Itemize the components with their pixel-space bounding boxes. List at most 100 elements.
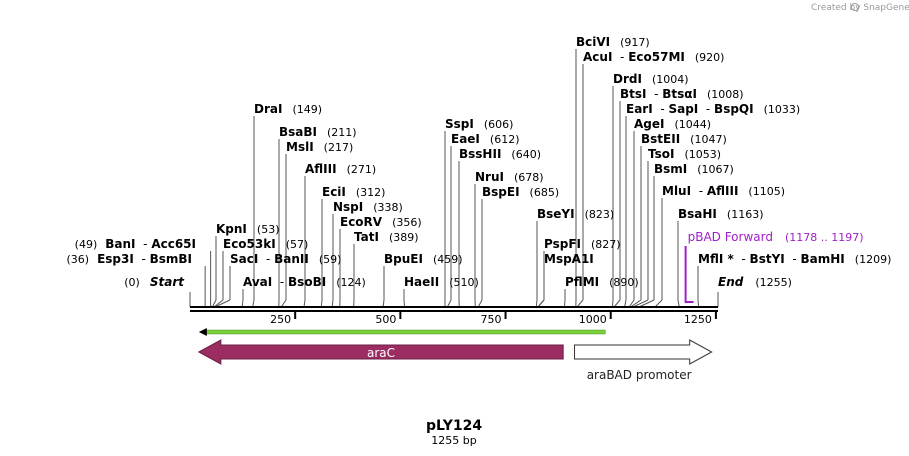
site-esp3i[interactable]: Esp3I - BsmBI(36) — [66, 252, 192, 266]
site-position: (149) — [292, 103, 322, 116]
site-bsahi[interactable]: BsaHI (1163) — [678, 207, 763, 221]
site-afliii[interactable]: AflIII(271) — [305, 162, 376, 176]
orf-arrow[interactable] — [198, 328, 606, 336]
enzyme-name: MslI — [286, 140, 314, 154]
site-position: (1163) — [727, 208, 764, 221]
leader-foot-saci — [214, 299, 231, 308]
site-avai[interactable]: AvaI - BsoBI(124) — [243, 275, 366, 289]
site-position: (1067) — [697, 163, 734, 176]
site-position: (678) — [514, 171, 544, 184]
site-ecii[interactable]: EciI(312) — [322, 185, 385, 199]
enzyme-name: BtsI — [620, 87, 647, 101]
feature-arac[interactable]: araC — [197, 339, 564, 365]
site-drdi[interactable]: DrdI(1004) — [613, 72, 689, 86]
enzyme-name: AvaI — [243, 275, 272, 289]
site-position: (211) — [327, 126, 357, 139]
leader-foot-agei — [628, 299, 635, 308]
enzyme-name: BsaHI — [678, 207, 717, 221]
enzyme-name: BseYI — [537, 207, 575, 221]
site-pspfi[interactable]: PspFI(827) — [544, 237, 621, 251]
enzyme-name: Acc65I — [151, 237, 196, 251]
site-label-bani: BanI - Acc65I — [105, 237, 196, 251]
site-eari[interactable]: EarI - SapI - BspQI(1033) — [626, 102, 800, 116]
site-position: (389) — [389, 231, 419, 244]
site-label-bsshii: BssHII (640) — [459, 147, 541, 161]
site-acui[interactable]: AcuI - Eco57MI(920) — [583, 50, 724, 64]
site-position: (356) — [392, 216, 422, 229]
site-pflmi[interactable]: PflMI(890) — [565, 275, 639, 289]
leader-foot-afliii — [303, 299, 306, 308]
site-saci[interactable]: SacI - BanII(59) — [230, 252, 341, 266]
site-bseyi[interactable]: BseYI (823) — [537, 207, 614, 221]
site-position: (271) — [347, 163, 377, 176]
site-label-afliii: AflIII(271) — [305, 162, 376, 176]
site-btsi[interactable]: BtsI - BtsαI(1008) — [620, 87, 744, 101]
enzyme-name: AgeI — [634, 117, 664, 131]
site-nspi[interactable]: NspI(338) — [333, 200, 403, 214]
site-position: (890) — [609, 276, 639, 289]
site-label-tati: TatI(389) — [354, 230, 419, 244]
orf-arrowhead — [198, 328, 207, 336]
feature-label-arac: araC — [367, 346, 395, 360]
site-mspa1i[interactable]: MspA1I — [544, 252, 594, 266]
site-msli[interactable]: MslI(217) — [286, 140, 353, 154]
site-bspei[interactable]: BspEI(685) — [482, 185, 559, 199]
site-bpuei[interactable]: BpuEI(459) — [384, 252, 463, 266]
site-bsabi[interactable]: BsaBI (211) — [279, 125, 357, 139]
snapgene-logo-icon — [851, 3, 859, 11]
site-drai[interactable]: DraI(149) — [254, 102, 322, 116]
enzyme-name: BsmBI — [150, 252, 192, 266]
site-nrui[interactable]: NruI(678) — [475, 170, 544, 184]
site-tsoi[interactable]: TsoI(1053) — [648, 147, 721, 161]
site-eaei[interactable]: EaeI(612) — [451, 132, 520, 146]
enzyme-name: Eco53kI — [223, 237, 276, 251]
site-bani[interactable]: BanI - Acc65I (49) — [75, 237, 196, 251]
site-label-bpuei: BpuEI(459) — [384, 252, 463, 266]
site-label-esp3i: Esp3I - BsmBI — [97, 252, 192, 266]
sequence-backbone — [190, 306, 718, 312]
leader-foot-mlui — [654, 299, 663, 308]
enzyme-name: BanII — [274, 252, 309, 266]
site-label-mfli: MflI * - BstYI - BamHI(1209) — [698, 252, 891, 266]
site-position: (49) — [75, 238, 98, 251]
leader-foot-bseyi — [535, 299, 538, 308]
leader-foot-eco53ki — [213, 299, 224, 308]
site-label-msli: MslI(217) — [286, 140, 353, 154]
enzyme-name: SspI — [445, 117, 474, 131]
site-eco53ki[interactable]: Eco53kI (57) — [223, 237, 308, 251]
site-label-mlui: MluI - AflIII(1105) — [662, 184, 785, 198]
enzyme-name: EciI — [322, 185, 346, 199]
enzyme-name: BsaBI — [279, 125, 317, 139]
site-position: (57) — [286, 238, 309, 251]
site-mlui[interactable]: MluI - AflIII(1105) — [662, 184, 785, 198]
site-position: (59) — [319, 253, 342, 266]
site-bsmi[interactable]: BsmI(1067) — [654, 162, 734, 176]
site-position: (1053) — [684, 148, 721, 161]
site-agei[interactable]: AgeI(1044) — [634, 117, 711, 131]
leader-foot-nspi — [331, 299, 334, 308]
site-labels: BanI - Acc65I (49)Esp3I - BsmBI(36) KpnI(5… — [66, 35, 891, 289]
orf-bar — [204, 329, 606, 335]
enzyme-name: BssHII — [459, 147, 501, 161]
primer-pbad-forward[interactable]: pBAD Forward(1178 .. 1197) — [684, 230, 864, 303]
site-label-saci: SacI - BanII(59) — [230, 252, 341, 266]
site-position: (823) — [585, 208, 615, 221]
site-sspi[interactable]: SspI(606) — [445, 117, 513, 131]
site-haeii[interactable]: HaeII(510) — [404, 275, 479, 289]
site-label-nrui: NruI(678) — [475, 170, 544, 184]
leader-foot-haeii — [403, 299, 406, 308]
site-label-kpni: KpnI(53) — [216, 222, 280, 236]
leader-lines — [189, 49, 719, 308]
site-bsteii[interactable]: BstEII(1047) — [641, 132, 727, 146]
site-mfli[interactable]: MflI * - BstYI - BamHI(1209) — [698, 252, 891, 266]
site-bsshii[interactable]: BssHII (640) — [459, 147, 541, 161]
enzyme-name: Esp3I — [97, 252, 134, 266]
site-label-eaei: EaeI(612) — [451, 132, 520, 146]
site-position: (338) — [373, 201, 403, 214]
site-position: (640) — [511, 148, 541, 161]
site-kpni[interactable]: KpnI(53) — [216, 222, 280, 236]
site-bcivi[interactable]: BciVI(917) — [576, 35, 650, 49]
site-tati[interactable]: TatI(389) — [354, 230, 419, 244]
feature-arabad-promoter[interactable]: araBAD promoter — [574, 339, 713, 382]
site-ecorv[interactable]: EcoRV(356) — [340, 215, 422, 229]
